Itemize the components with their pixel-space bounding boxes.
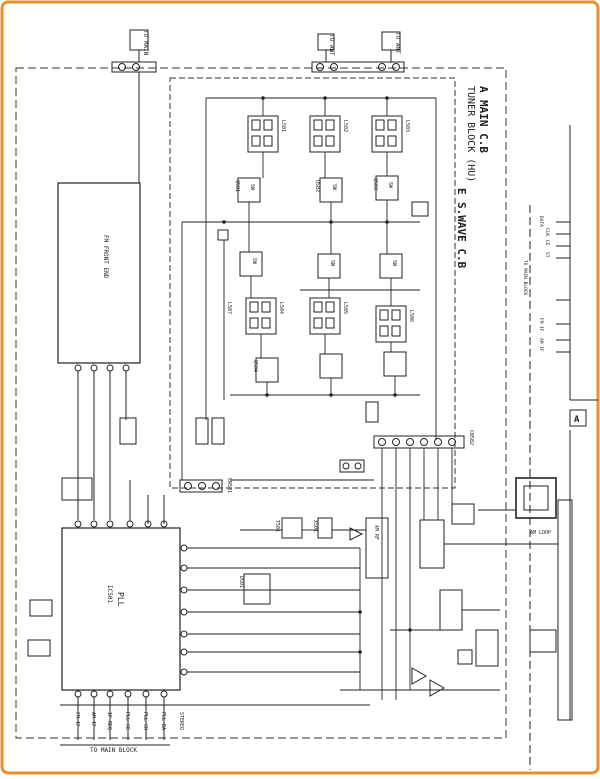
switch-label-4: SW: [251, 258, 257, 265]
bottom-label-3: IF REQ: [106, 712, 112, 730]
bottom-label-4: PLL CE: [124, 712, 130, 730]
switch-label-6: SW: [391, 260, 397, 267]
coil-block-row2: [245, 297, 407, 343]
right-label-6: AM IF: [538, 338, 544, 352]
part-label-3: L503: [404, 120, 410, 132]
connector-top-mid-label: TO ANT: [328, 34, 335, 56]
pll-part-label: IC501: [106, 585, 113, 603]
pll-bus-lines: [60, 480, 370, 706]
main-board-outline: [15, 67, 507, 739]
part-label-9: Q502: [314, 180, 320, 192]
right-signal-labels: DATA CLK CE ST FM IF AM IF TO MAIN BLOCK: [522, 216, 550, 352]
swave-title: S.WAVE C.B: [455, 202, 468, 269]
bottom-label-2: AM IF: [90, 712, 96, 727]
right-label-1: DATA: [538, 216, 544, 227]
connector-top-left-label: TO MAIN: [142, 30, 149, 56]
fm-front-end-label: FM FRONT END: [102, 235, 109, 279]
bottom-label-6: PLL DA: [160, 712, 166, 730]
pll-pins: [74, 520, 188, 740]
swave-board-outline: [169, 77, 456, 489]
pll-ic-box: [61, 527, 181, 691]
pll-label: PLL: [116, 592, 125, 607]
connector-strip-top: [111, 61, 405, 73]
components-mid: [27, 401, 499, 667]
bottom-label-7: STEREO: [178, 712, 184, 730]
right-box-label: AM LOOP: [530, 530, 551, 536]
switch-label-1: SW: [249, 184, 255, 191]
part-label-13: X501: [312, 520, 318, 532]
part-label-11: Q504: [252, 360, 258, 372]
part-label-12: T501: [274, 520, 280, 532]
right-label-5: FM IF: [538, 318, 544, 332]
connector-top-right-label: TO ANT: [394, 32, 401, 54]
connector-top-mid: TO ANT: [317, 33, 335, 62]
part-label-14: D501: [238, 576, 244, 588]
part-label-4: L504: [278, 302, 284, 314]
right-label-2: CLK: [544, 228, 550, 236]
switch-labels: SW SW SW SW SW SW: [249, 182, 397, 267]
fm-front-end-pins: [74, 72, 140, 520]
right-label-7: TO MAIN BLOCK: [522, 260, 528, 296]
junction-dots: [222, 96, 412, 654]
part-label-10: Q503: [372, 178, 378, 190]
bottom-label-5: PLL CK: [142, 712, 148, 730]
bottom-label-main: TO MAIN BLOCK: [90, 747, 137, 754]
connector-top-left: TO MAIN: [129, 29, 149, 62]
main-board-tag: A: [477, 86, 490, 93]
bottom-label-1: FM IF: [74, 712, 80, 727]
part-label-5: L505: [342, 302, 348, 314]
right-label-4: ST: [544, 252, 550, 258]
cn-sw-label: CN502: [468, 430, 474, 445]
right-label-3: CE: [544, 240, 550, 246]
am-rf-label: AM RF: [373, 525, 379, 540]
connector-strip-mid: [179, 435, 465, 493]
part-label-1: L501: [280, 120, 286, 132]
main-board-title: MAIN C.B: [477, 100, 490, 153]
switch-label-3: SW: [387, 182, 393, 189]
swave-wiring: [181, 97, 437, 480]
right-partial-board: [478, 125, 598, 770]
part-label-2: L502: [342, 120, 348, 132]
cn-main-label: CN501: [226, 478, 232, 493]
part-label-7: L507: [226, 302, 232, 314]
part-label-8: Q501: [234, 180, 240, 192]
tuner-block-title: TUNER BLOCK (HU): [465, 86, 476, 182]
fm-front-end-box: [57, 182, 141, 364]
amp-triangles: [349, 527, 446, 697]
connector-top-right: TO ANT: [381, 31, 401, 62]
part-label-6: L506: [408, 310, 414, 322]
lower-right-wiring: [230, 448, 500, 700]
switch-label-2: SW: [331, 184, 337, 191]
swave-tag: E: [455, 188, 468, 195]
bottom-signal-labels: TO MAIN BLOCK FM IF AM IF IF REQ PLL CE …: [60, 712, 184, 754]
switch-label-5: SW: [329, 260, 335, 267]
part-labels: L501 L502 L503 L504 L505 L506 L507 Q501 …: [226, 120, 414, 588]
right-board-tag: A: [574, 415, 580, 425]
